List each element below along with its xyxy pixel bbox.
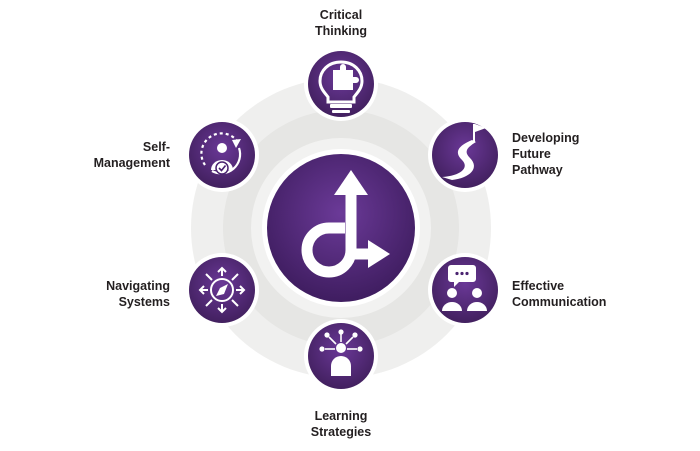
compass-arrows-icon — [198, 266, 246, 314]
network-person-icon — [319, 329, 363, 376]
right-arrowhead — [368, 240, 390, 268]
skill-node-effective-communication — [428, 253, 502, 327]
person-cycle-check-icon — [200, 132, 242, 175]
label-self-management: Self- Management — [93, 140, 170, 170]
label-critical-thinking: Critical Thinking — [314, 8, 368, 38]
label-navigating-systems: Navigating Systems — [106, 279, 170, 309]
label-developing-future-pathway: Developing Future Pathway — [512, 131, 580, 177]
label-effective-communication: Effective Communication — [512, 279, 607, 309]
skill-node-critical-thinking — [304, 47, 378, 121]
skill-node-developing-future-pathway — [428, 118, 502, 192]
label-learning-strategies: Learning Strategies — [310, 409, 372, 439]
skill-node-navigating-systems — [185, 253, 259, 327]
center-hub — [262, 149, 420, 307]
lightbulb-puzzle-icon — [318, 60, 364, 113]
winding-road-flag-icon — [442, 124, 486, 180]
up-arrowhead — [334, 170, 368, 195]
skill-node-self-management — [185, 118, 259, 192]
skill-node-learning-strategies — [304, 319, 378, 393]
speech-bubble-people-icon — [442, 265, 487, 311]
